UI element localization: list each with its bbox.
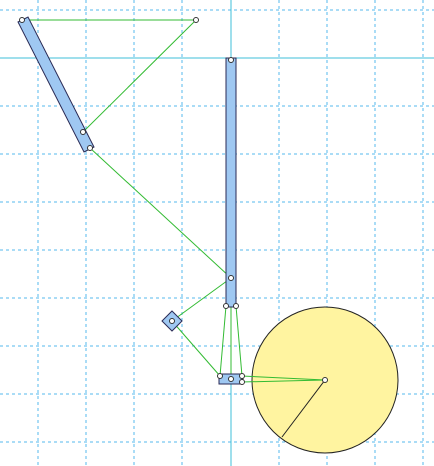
connector-rod-right <box>235 305 243 377</box>
pivot-pin-icon[interactable] <box>19 17 25 23</box>
pivot-pin-icon[interactable] <box>322 377 328 383</box>
connector-diagonal-middle <box>89 147 232 279</box>
connector-slider-wheel-bottom <box>241 379 326 383</box>
connector-diagonal-upper <box>82 19 197 133</box>
pivot-pin-icon[interactable] <box>87 145 93 151</box>
pivot-pin-icon[interactable] <box>169 318 175 324</box>
pivot-pin-icon[interactable] <box>239 379 245 385</box>
vertical-link-bar[interactable] <box>225 57 237 308</box>
pivot-pin-icon[interactable] <box>228 275 234 281</box>
pivot-pins <box>19 17 328 385</box>
connector-slider-wheel-top <box>241 375 326 381</box>
pivot-pin-icon[interactable] <box>228 57 234 63</box>
connector-to-diamond <box>171 277 232 322</box>
pivot-pin-icon[interactable] <box>239 373 245 379</box>
wheel-spoke <box>281 379 326 438</box>
pivot-pin-icon[interactable] <box>217 373 223 379</box>
pivot-pin-icon[interactable] <box>80 129 86 135</box>
pivot-pin-icon[interactable] <box>233 303 239 309</box>
pivot-pin-icon[interactable] <box>193 17 199 23</box>
pivot-pin-icon[interactable] <box>228 376 234 382</box>
connector-lines <box>22 19 326 383</box>
pivot-pin-icon[interactable] <box>223 303 229 309</box>
connector-diamond-slider <box>171 320 221 377</box>
connector-rod-left <box>219 305 227 377</box>
